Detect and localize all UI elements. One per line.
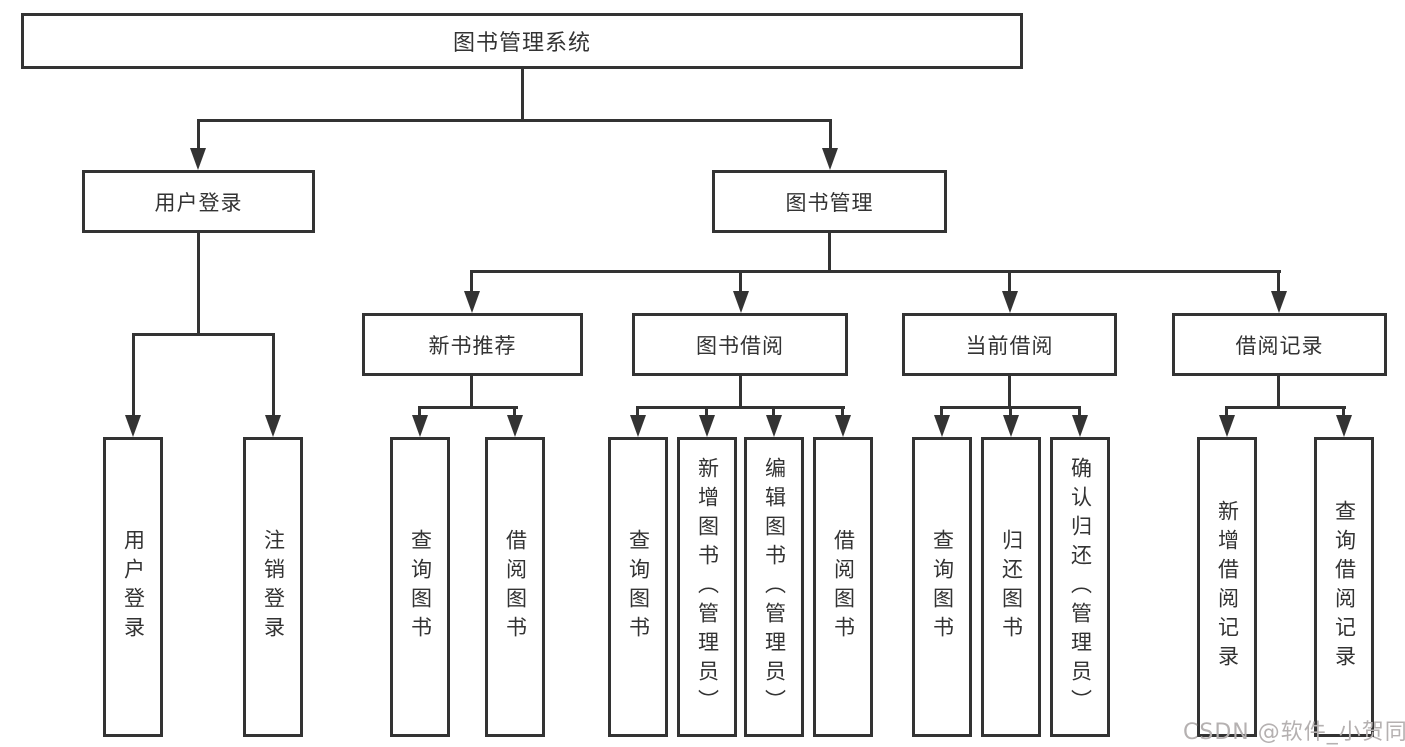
arrowhead-down-icon bbox=[1003, 415, 1019, 437]
node-user-login-label: 用户登录 bbox=[154, 190, 243, 215]
connector-root-trunk bbox=[521, 69, 524, 121]
connector-new-book-branch bbox=[418, 406, 518, 409]
connector-shaft bbox=[772, 406, 775, 417]
connector-shaft bbox=[272, 333, 275, 417]
connector-level3-branch bbox=[471, 270, 1281, 273]
arrowhead-down-icon bbox=[699, 415, 715, 437]
csdn-watermark: CSDN @软件_小贺同学 bbox=[1183, 720, 1405, 745]
connector-shaft bbox=[470, 270, 473, 293]
arrowhead-down-icon bbox=[1336, 415, 1352, 437]
connector-shaft bbox=[513, 406, 516, 417]
connector-shaft bbox=[705, 406, 708, 417]
node-book-management: 图书管理 bbox=[712, 170, 947, 233]
node-root-label: 图书管理系统 bbox=[452, 31, 591, 56]
leaf-borrow-books-recommend: 借阅图书 bbox=[485, 437, 545, 737]
arrowhead-down-icon bbox=[1002, 291, 1018, 313]
leaf-user-login-label: 用户登录 bbox=[121, 529, 146, 645]
connector-shaft bbox=[829, 119, 832, 151]
connector-shaft bbox=[1009, 406, 1012, 417]
node-user-login: 用户登录 bbox=[82, 170, 315, 233]
arrowhead-down-icon bbox=[412, 415, 428, 437]
connector-shaft bbox=[132, 333, 135, 417]
leaf-confirm-return-admin: 确认归还（管理员） bbox=[1050, 437, 1110, 737]
connector-book-borrow-stub bbox=[739, 376, 742, 409]
connector-borrow-records-stub bbox=[1277, 376, 1280, 409]
arrowhead-down-icon bbox=[822, 148, 838, 170]
leaf-logout: 注销登录 bbox=[243, 437, 303, 737]
connector-user-login-branch bbox=[132, 333, 275, 336]
leaf-add-borrow-record: 新增借阅记录 bbox=[1197, 437, 1257, 737]
leaf-query-books-current: 查询图书 bbox=[912, 437, 972, 737]
arrowhead-down-icon bbox=[1072, 415, 1088, 437]
connector-shaft bbox=[1008, 270, 1011, 293]
leaf-edit-books-admin-label: 编辑图书（管理员） bbox=[762, 456, 787, 718]
leaf-confirm-return-admin-label: 确认归还（管理员） bbox=[1068, 456, 1093, 718]
arrowhead-down-icon bbox=[190, 148, 206, 170]
node-borrow-records: 借阅记录 bbox=[1172, 313, 1387, 376]
connector-shaft bbox=[841, 406, 844, 417]
arrowhead-down-icon bbox=[630, 415, 646, 437]
arrowhead-down-icon bbox=[835, 415, 851, 437]
connector-shaft bbox=[1078, 406, 1081, 417]
leaf-query-books-recommend: 查询图书 bbox=[390, 437, 450, 737]
connector-shaft bbox=[418, 406, 421, 417]
connector-shaft bbox=[1342, 406, 1345, 417]
connector-user-login-stub bbox=[197, 233, 200, 335]
leaf-query-books-borrow: 查询图书 bbox=[608, 437, 668, 737]
connector-shaft bbox=[940, 406, 943, 417]
leaf-add-books-admin-label: 新增图书（管理员） bbox=[695, 456, 720, 718]
connector-shaft bbox=[739, 270, 742, 293]
arrowhead-down-icon bbox=[507, 415, 523, 437]
arrowhead-down-icon bbox=[733, 291, 749, 313]
leaf-query-books-recommend-label: 查询图书 bbox=[408, 529, 433, 645]
node-root: 图书管理系统 bbox=[21, 13, 1023, 69]
node-current-borrow-label: 当前借阅 bbox=[965, 333, 1054, 358]
leaf-add-borrow-record-label: 新增借阅记录 bbox=[1215, 500, 1240, 674]
leaf-return-books-label: 归还图书 bbox=[999, 529, 1024, 645]
arrowhead-down-icon bbox=[125, 415, 141, 437]
leaf-borrow-books-recommend-label: 借阅图书 bbox=[503, 529, 528, 645]
connector-current-borrow-stub bbox=[1008, 376, 1011, 409]
connector-book-management-stub bbox=[828, 233, 831, 273]
connector-level2-branch bbox=[197, 119, 832, 122]
connector-borrow-records-branch bbox=[1225, 406, 1346, 409]
leaf-query-books-current-label: 查询图书 bbox=[930, 529, 955, 645]
arrowhead-down-icon bbox=[464, 291, 480, 313]
leaf-edit-books-admin: 编辑图书（管理员） bbox=[744, 437, 804, 737]
node-new-book-recommend-label: 新书推荐 bbox=[428, 333, 517, 358]
node-borrow-records-label: 借阅记录 bbox=[1235, 333, 1324, 358]
connector-new-book-stub bbox=[470, 376, 473, 409]
connector-book-borrow-branch bbox=[636, 406, 845, 409]
arrowhead-down-icon bbox=[1271, 291, 1287, 313]
connector-shaft bbox=[1277, 270, 1280, 293]
node-book-borrow-label: 图书借阅 bbox=[696, 333, 784, 358]
node-book-borrow: 图书借阅 bbox=[632, 313, 848, 376]
arrowhead-down-icon bbox=[934, 415, 950, 437]
connector-shaft bbox=[636, 406, 639, 417]
arrowhead-down-icon bbox=[1219, 415, 1235, 437]
leaf-query-borrow-record-label: 查询借阅记录 bbox=[1332, 500, 1357, 674]
leaf-logout-label: 注销登录 bbox=[261, 529, 286, 645]
arrowhead-down-icon bbox=[265, 415, 281, 437]
leaf-add-books-admin: 新增图书（管理员） bbox=[677, 437, 737, 737]
leaf-query-borrow-record: 查询借阅记录 bbox=[1314, 437, 1374, 737]
leaf-borrow-books: 借阅图书 bbox=[813, 437, 873, 737]
node-new-book-recommend: 新书推荐 bbox=[362, 313, 583, 376]
node-book-management-label: 图书管理 bbox=[785, 190, 874, 215]
node-current-borrow: 当前借阅 bbox=[902, 313, 1117, 376]
leaf-user-login: 用户登录 bbox=[103, 437, 163, 737]
connector-shaft bbox=[1225, 406, 1228, 417]
leaf-query-books-borrow-label: 查询图书 bbox=[626, 529, 651, 645]
leaf-borrow-books-label: 借阅图书 bbox=[831, 529, 856, 645]
arrowhead-down-icon bbox=[766, 415, 782, 437]
leaf-return-books: 归还图书 bbox=[981, 437, 1041, 737]
connector-shaft bbox=[197, 119, 200, 151]
